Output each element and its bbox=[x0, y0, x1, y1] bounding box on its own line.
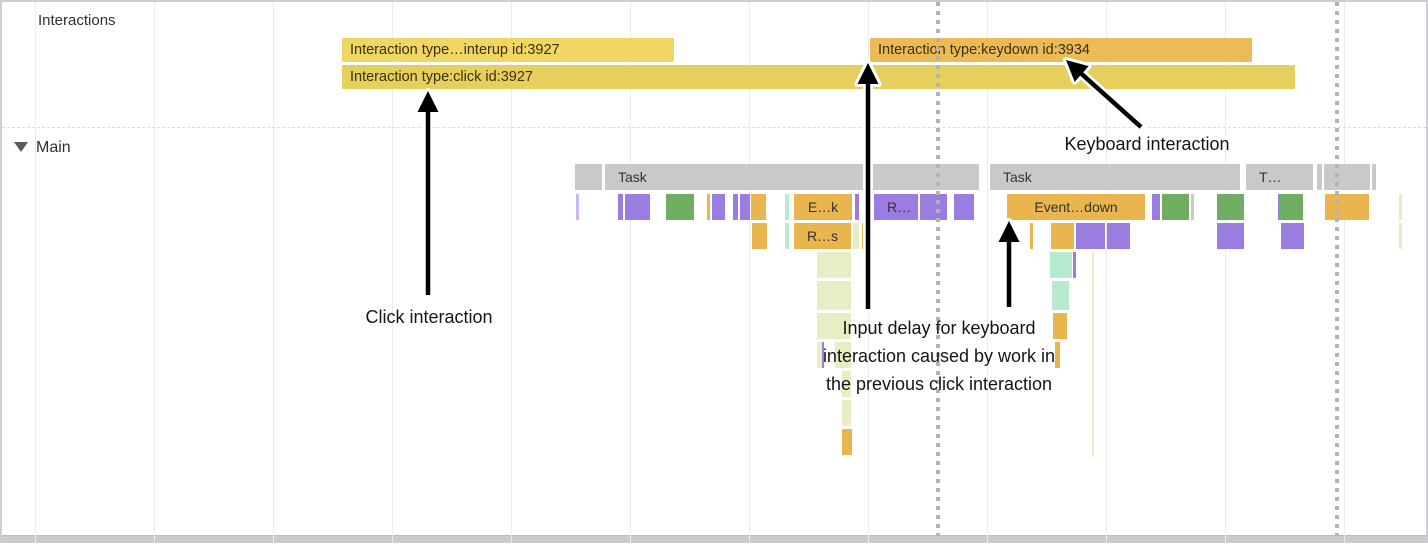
flame-block[interactable] bbox=[1281, 223, 1304, 249]
flame-block-r-[interactable]: R… bbox=[874, 194, 918, 220]
horizontal-scrollbar-track[interactable] bbox=[2, 535, 1426, 543]
flame-block[interactable] bbox=[1162, 194, 1189, 220]
flame-block[interactable] bbox=[1052, 281, 1069, 310]
flame-block[interactable] bbox=[1073, 252, 1076, 278]
flame-block[interactable] bbox=[842, 429, 852, 455]
flame-block[interactable] bbox=[1053, 313, 1067, 339]
flame-block[interactable] bbox=[1372, 164, 1376, 190]
gridline bbox=[511, 2, 512, 543]
click-arrow bbox=[414, 88, 442, 300]
flame-block[interactable] bbox=[1092, 252, 1094, 457]
gridline bbox=[154, 2, 155, 543]
gridline bbox=[630, 2, 631, 543]
flame-block[interactable] bbox=[817, 252, 851, 278]
flame-block[interactable] bbox=[1217, 194, 1244, 220]
flame-block[interactable] bbox=[1152, 194, 1160, 220]
flame-block[interactable] bbox=[1055, 342, 1060, 368]
flame-block[interactable] bbox=[835, 342, 851, 368]
flame-block[interactable] bbox=[625, 194, 650, 220]
flame-block[interactable] bbox=[1030, 223, 1033, 249]
flame-block[interactable] bbox=[752, 223, 767, 249]
flame-block[interactable] bbox=[785, 194, 789, 220]
dotted-time-marker bbox=[1335, 2, 1339, 536]
annotation-line: Click interaction bbox=[365, 307, 493, 327]
annotation-line: the previous click interaction bbox=[825, 374, 1053, 394]
track-separator bbox=[2, 127, 1426, 128]
gridline bbox=[35, 2, 36, 543]
flame-block-task[interactable]: Task bbox=[990, 164, 1240, 190]
flame-block[interactable] bbox=[1399, 194, 1402, 220]
flame-block[interactable] bbox=[817, 342, 824, 368]
gridline bbox=[749, 2, 750, 543]
flame-block[interactable] bbox=[707, 194, 710, 220]
flame-block[interactable] bbox=[576, 194, 579, 220]
flame-block[interactable] bbox=[1051, 223, 1074, 249]
annotation-line: interaction caused by work in bbox=[822, 346, 1056, 366]
flame-block[interactable] bbox=[842, 400, 851, 426]
flame-block[interactable] bbox=[1217, 223, 1244, 249]
flame-block-e-k[interactable]: E…k bbox=[794, 194, 852, 220]
flame-block-event-down[interactable]: Event…down bbox=[1007, 194, 1145, 220]
triangle-down-icon[interactable] bbox=[14, 142, 28, 152]
gridline bbox=[392, 2, 393, 543]
flame-block[interactable] bbox=[920, 194, 947, 220]
gridline bbox=[1344, 2, 1345, 543]
flame-block[interactable] bbox=[666, 194, 694, 220]
flame-block[interactable] bbox=[712, 194, 725, 220]
interaction-bar-click[interactable]: Interaction type:click id:3927 bbox=[342, 65, 1295, 89]
flame-block[interactable] bbox=[1324, 164, 1370, 190]
flame-block[interactable] bbox=[817, 313, 851, 339]
interaction-bar-pointerup[interactable]: Interaction type…interup id:3927 bbox=[342, 38, 674, 62]
flame-block[interactable] bbox=[853, 223, 859, 249]
flame-block[interactable] bbox=[1191, 194, 1194, 220]
flame-block[interactable] bbox=[751, 194, 766, 220]
flame-block[interactable] bbox=[954, 194, 974, 220]
flame-block[interactable] bbox=[1317, 164, 1322, 190]
flame-block[interactable] bbox=[1280, 194, 1303, 220]
interactions-track-label: Interactions bbox=[38, 12, 116, 29]
flame-block[interactable] bbox=[855, 194, 859, 220]
flame-block[interactable] bbox=[862, 223, 867, 249]
annotation-label-input-delay: Input delay for keyboard interaction caus… bbox=[823, 314, 1055, 398]
flame-block[interactable] bbox=[1278, 194, 1280, 220]
flame-block[interactable] bbox=[1076, 223, 1105, 249]
flame-block-task[interactable]: Task bbox=[605, 164, 979, 190]
gridline bbox=[273, 2, 274, 543]
dotted-time-marker bbox=[936, 2, 940, 536]
annotation-line: Keyboard interaction bbox=[1064, 134, 1230, 154]
flame-block[interactable] bbox=[1325, 194, 1369, 220]
flame-block[interactable] bbox=[822, 342, 824, 368]
annotation-label-keyboard: Keyboard interaction bbox=[1064, 130, 1229, 158]
annotation-line: Input delay for keyboard bbox=[842, 318, 1036, 338]
flame-block[interactable] bbox=[1399, 223, 1402, 249]
flame-block[interactable] bbox=[1050, 252, 1072, 278]
gridline bbox=[987, 2, 988, 543]
gridline bbox=[1225, 2, 1226, 543]
flame-block[interactable] bbox=[785, 223, 789, 249]
flame-block[interactable] bbox=[842, 371, 851, 397]
input-delay-arrow-short bbox=[995, 218, 1023, 312]
flame-block[interactable] bbox=[618, 194, 623, 220]
interaction-bar-keydown[interactable]: Interaction type:keydown id:3934 bbox=[870, 38, 1252, 62]
annotation-label-click: Click interaction bbox=[365, 303, 492, 331]
flame-block-r-s[interactable]: R…s bbox=[794, 223, 851, 249]
main-track-label[interactable]: Main bbox=[36, 139, 71, 156]
flame-block[interactable] bbox=[1107, 223, 1130, 249]
flame-block[interactable] bbox=[575, 164, 602, 190]
gridline bbox=[1106, 2, 1107, 543]
flame-block-t-[interactable]: T… bbox=[1246, 164, 1313, 190]
flame-block[interactable] bbox=[740, 194, 750, 220]
flame-block[interactable] bbox=[733, 194, 738, 220]
flame-block[interactable] bbox=[817, 281, 851, 310]
